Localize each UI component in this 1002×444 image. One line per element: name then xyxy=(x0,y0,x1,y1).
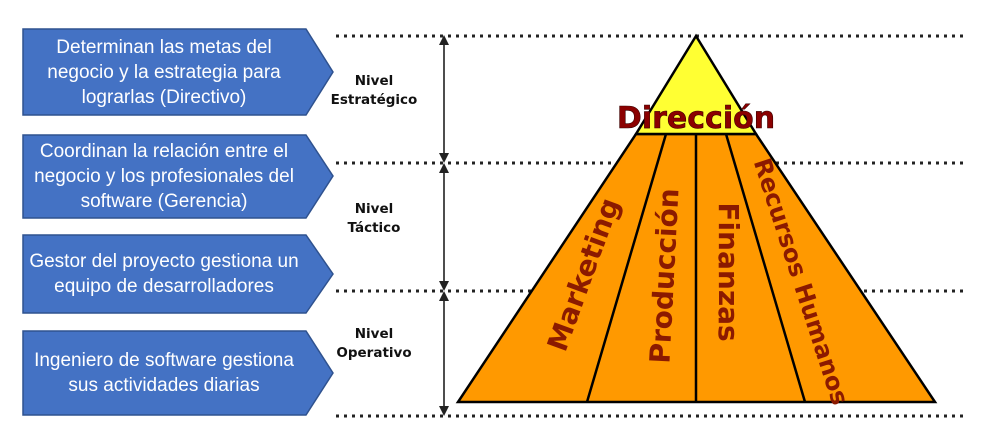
callout-gestor-text: Gestor del proyecto gestiona un equipo d… xyxy=(29,251,299,297)
callout-directivo-text: Determinan las metas del negocio y la es… xyxy=(47,36,281,108)
pyramid-top-label: Dirección xyxy=(617,101,775,136)
level-estrategico: Nivel Estratégico xyxy=(318,72,430,110)
level-estrategico-line2: Estratégico xyxy=(330,92,418,108)
callout-gerencia-text: Coordinan la relación entre el negocio y… xyxy=(34,141,294,212)
department-dividers xyxy=(585,133,807,403)
level-operativo-line2: Operativo xyxy=(336,345,412,361)
arrow-callout-shape xyxy=(22,28,334,116)
callout-gerencia: Coordinan la relación entre el negocio y… xyxy=(22,134,335,219)
callout-directivo: Determinan las metas del negocio y la es… xyxy=(22,28,335,116)
level-tactico: Nivel Táctico xyxy=(318,200,430,238)
callout-ingeniero: Ingeniero de software gestiona sus activ… xyxy=(22,330,335,416)
arrow-callout-shape xyxy=(22,134,334,219)
divider-1 xyxy=(585,133,668,403)
level-tactico-line1: Nivel xyxy=(354,201,394,217)
level-tactico-line2: Táctico xyxy=(347,220,401,236)
arrow-callout-shape xyxy=(22,234,334,314)
level-operativo: Nivel Operativo xyxy=(318,325,430,363)
callout-ingeniero-text: Ingeniero de software gestiona sus activ… xyxy=(34,350,294,396)
arrow-callout-shape xyxy=(22,330,334,416)
department-finanzas: Finanzas xyxy=(712,202,745,341)
level-estrategico-line1: Nivel xyxy=(354,73,394,89)
level-operativo-line1: Nivel xyxy=(354,326,394,342)
divider-3 xyxy=(724,133,807,403)
callout-gestor: Gestor del proyecto gestiona un equipo d… xyxy=(22,234,335,314)
